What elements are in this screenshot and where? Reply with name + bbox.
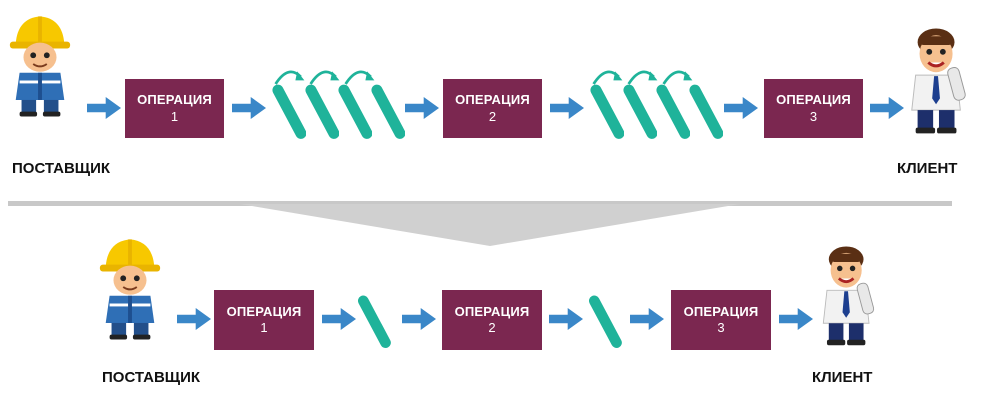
operation-title: ОПЕРАЦИЯ [226, 303, 302, 319]
bottom-client-label: КЛИЕНТ [812, 369, 873, 386]
operation-number: 3 [809, 108, 818, 124]
inventory-bar-icon [656, 82, 690, 142]
operation-number: 1 [260, 320, 268, 335]
arrow-right-icon [724, 95, 758, 121]
supplier-worker-icon [6, 10, 74, 118]
inventory-bar-icon [357, 293, 391, 351]
top-operation-2: ОПЕРАЦИЯ 2 [443, 79, 542, 138]
bottom-operation-3: ОПЕРАЦИЯ 3 [671, 290, 771, 350]
top-client-label: КЛИЕНТ [897, 160, 958, 177]
arrow-right-icon [87, 95, 121, 121]
arrow-right-icon [232, 95, 266, 121]
bottom-operation-1: ОПЕРАЦИЯ 1 [214, 290, 314, 350]
operation-number: 1 [170, 108, 179, 124]
arrow-right-icon [322, 306, 356, 332]
top-supplier-label: ПОСТАВЩИК [12, 160, 111, 177]
top-operation-3: ОПЕРАЦИЯ 3 [764, 79, 863, 138]
arrow-right-icon [630, 306, 664, 332]
bottom-operation-2: ОПЕРАЦИЯ 2 [442, 290, 542, 350]
transition-funnel [240, 204, 740, 246]
operation-title: ОПЕРАЦИЯ [776, 92, 851, 108]
operation-number: 2 [488, 320, 496, 335]
arrow-right-icon [550, 95, 584, 121]
client-businessman-icon [904, 20, 972, 138]
inventory-bar-icon [623, 82, 657, 142]
arrow-right-icon [177, 306, 211, 332]
inventory-bar-icon [689, 82, 723, 142]
client-businessman-icon [816, 230, 880, 358]
operation-title: ОПЕРАЦИЯ [137, 92, 212, 108]
divider [8, 201, 952, 206]
operation-number: 2 [488, 108, 497, 124]
operation-title: ОПЕРАЦИЯ [683, 303, 759, 319]
inventory-bar-icon [272, 82, 306, 142]
inventory-bar-icon [371, 82, 405, 142]
operation-title: ОПЕРАЦИЯ [455, 92, 530, 108]
arrow-right-icon [402, 306, 436, 332]
inventory-bar-icon [588, 293, 622, 351]
bottom-supplier-label: ПОСТАВЩИК [102, 369, 201, 386]
top-operation-1: ОПЕРАЦИЯ 1 [125, 79, 224, 138]
inventory-bar-icon [590, 82, 624, 142]
supplier-worker-icon [96, 222, 164, 352]
arrow-right-icon [870, 95, 904, 121]
operation-title: ОПЕРАЦИЯ [454, 303, 530, 319]
inventory-bar-icon [338, 82, 372, 142]
operation-number: 3 [717, 320, 725, 335]
inventory-bar-icon [305, 82, 339, 142]
arrow-right-icon [549, 306, 583, 332]
arrow-right-icon [405, 95, 439, 121]
arrow-right-icon [779, 306, 813, 332]
